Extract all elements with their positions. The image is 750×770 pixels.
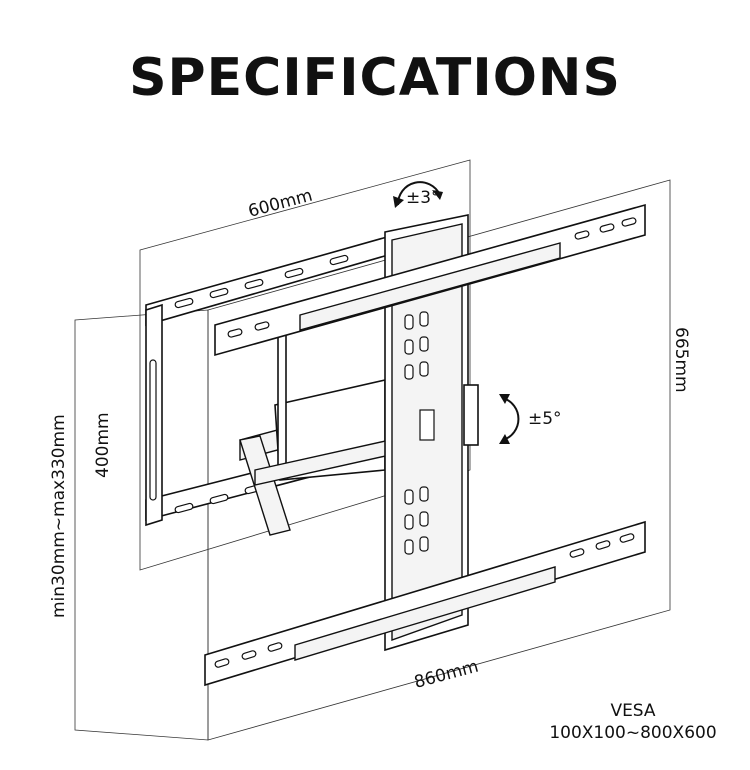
wall-plane-outline <box>139 159 471 571</box>
top-vesa-rail <box>214 203 646 357</box>
top-rail-slots <box>227 217 637 338</box>
wall-plate <box>145 220 441 527</box>
page-title: SPECIFICATIONS <box>129 48 621 108</box>
bottom-vesa-rail <box>204 520 646 687</box>
center-plate-slots <box>404 311 429 555</box>
swivel-arrow-icon <box>499 394 520 444</box>
vesa-range: 100X100~800X600 <box>549 723 717 743</box>
vesa-label: VESA <box>610 701 656 721</box>
tilt-label: ±3° <box>406 188 440 208</box>
vesa-spec: VESA 100X100~800X600 <box>548 700 718 744</box>
dimension-height-left: 400mm <box>93 412 113 478</box>
depth-plane-outline <box>74 309 209 741</box>
tilt-arrow-icon <box>393 181 443 208</box>
dimension-width-top: 600mm <box>246 186 315 222</box>
center-plate <box>384 214 479 652</box>
articulating-arms <box>239 329 391 536</box>
dimension-depth: min30mm~max330mm <box>49 414 69 618</box>
dimension-width-bottom: 860mm <box>412 657 481 693</box>
swivel-label: ±5° <box>528 409 562 429</box>
wall-plate-slots <box>174 254 349 514</box>
dimension-height-right: 665mm <box>671 327 691 393</box>
bottom-rail-slots <box>214 533 635 668</box>
